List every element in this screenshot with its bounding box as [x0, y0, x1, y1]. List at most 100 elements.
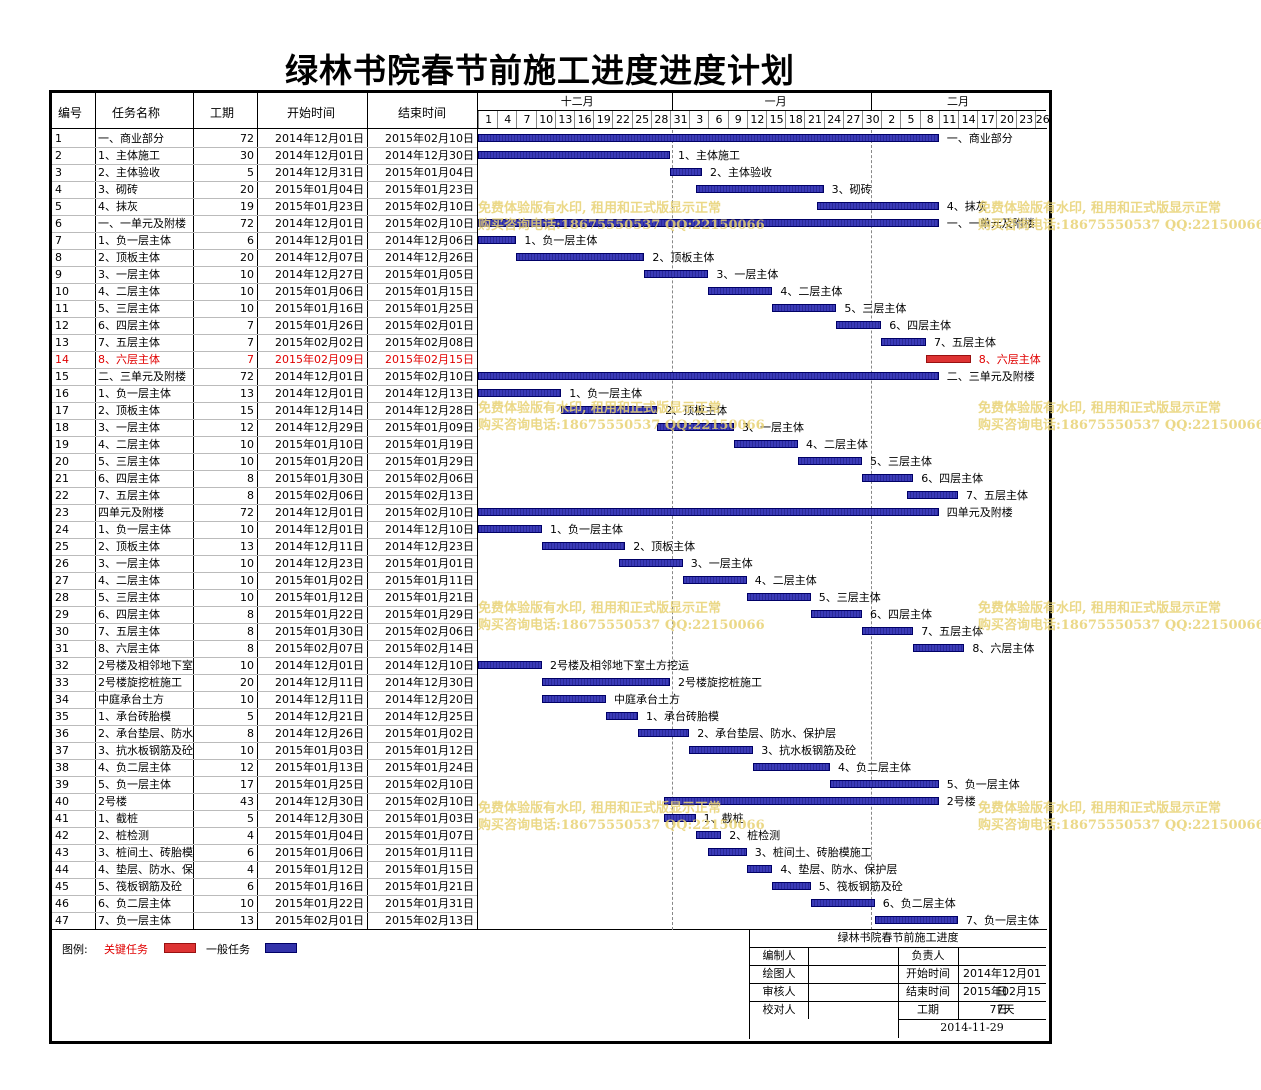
cell-end: 2015年01月03日: [385, 812, 474, 825]
header-name: 任务名称: [112, 106, 161, 120]
cell-duration: 13: [240, 914, 254, 927]
cell-start: 2015年01月22日: [275, 897, 364, 910]
row-divider: [52, 334, 477, 335]
tick-label: 6: [708, 111, 728, 128]
tick-label: 4: [497, 111, 517, 128]
cell-id: 46: [55, 897, 69, 910]
row-divider: [52, 572, 477, 573]
cell-start: 2015年02月06日: [275, 489, 364, 502]
cell-end: 2015年01月25日: [385, 302, 474, 315]
cell-name: 一、商业部分: [98, 132, 164, 145]
task-bar: [695, 831, 722, 839]
cell-start: 2014年12月11日: [275, 540, 364, 553]
cell-end: 2015年01月21日: [385, 591, 474, 604]
cell-name: 2、主体验收: [98, 166, 160, 179]
task-bar: [772, 304, 837, 312]
cell-id: 34: [55, 693, 69, 706]
row-divider: [52, 215, 477, 216]
cell-name: 3、桩间土、砖胎模施工: [98, 846, 193, 859]
task-bar-label: 3、一层主体: [716, 268, 779, 281]
cell-name: 8、六层主体: [98, 642, 160, 655]
task-bar: [606, 712, 638, 720]
header-id: 编号: [58, 106, 83, 120]
cell-duration: 10: [240, 523, 254, 536]
task-bar-label: 5、筏板钢筋及砼: [818, 880, 903, 893]
cell-duration: 72: [240, 506, 254, 519]
summary-row-line: [898, 1019, 1046, 1020]
watermark: 免费体验版有水印, 租用和正式版显示正常购买咨询电话:18675550537 Q…: [978, 801, 1261, 833]
cell-id: 22: [55, 489, 69, 502]
summary-duration-value: 77天: [989, 1003, 1015, 1016]
task-bar: [542, 695, 606, 703]
tick-label: 14: [958, 111, 978, 128]
cell-start: 2014年12月01日: [275, 387, 364, 400]
cell-end: 2015年02月08日: [385, 336, 474, 349]
cell-name: 4、二层主体: [98, 438, 160, 451]
cell-end: 2014年12月13日: [385, 387, 474, 400]
cell-end: 2015年01月23日: [385, 183, 474, 196]
cell-duration: 10: [240, 744, 254, 757]
cell-id: 9: [55, 268, 62, 281]
tick-label: 26: [1034, 111, 1050, 128]
cell-start: 2014年12月23日: [275, 557, 364, 570]
cell-end: 2015年02月14日: [385, 642, 474, 655]
row-divider: [52, 810, 477, 811]
row-divider: [52, 623, 477, 624]
cell-start: 2015年01月12日: [275, 591, 364, 604]
task-bar-label: 2、主体验收: [710, 166, 772, 179]
tick-label: 12: [746, 111, 767, 128]
cell-end: 2014年12月25日: [385, 710, 474, 723]
cell-start: 2014年12月31日: [275, 166, 364, 179]
cell-end: 2015年02月10日: [385, 795, 474, 808]
task-bar-label: 2、桩检测: [729, 829, 781, 842]
cell-duration: 13: [240, 540, 254, 553]
row-divider: [52, 266, 477, 267]
cell-id: 4: [55, 183, 62, 196]
task-bar: [798, 457, 862, 465]
cell-id: 35: [55, 710, 69, 723]
cell-start: 2014年12月01日: [275, 370, 364, 383]
tick-label: 10: [535, 111, 556, 128]
task-bar: [817, 202, 939, 210]
task-bar: [663, 797, 939, 805]
task-bar: [478, 219, 939, 227]
row-divider: [52, 538, 477, 539]
task-bar-label: 2、顶板主体: [633, 540, 696, 553]
task-bar: [695, 185, 824, 193]
tick-label: 21: [804, 111, 824, 128]
cell-end: 2015年01月24日: [385, 761, 474, 774]
tick-label: 9: [727, 111, 748, 128]
task-bar: [478, 134, 939, 142]
task-bar: [810, 610, 862, 618]
cell-duration: 10: [240, 268, 254, 281]
task-bar-label: 7、五层主体: [966, 489, 1028, 502]
cell-end: 2015年01月21日: [385, 880, 474, 893]
cell-duration: 8: [247, 625, 254, 638]
task-bar-label: 2、承台垫层、防水、保护层: [697, 727, 837, 740]
task-bar: [913, 644, 965, 652]
cell-name: 1、主体施工: [98, 149, 160, 162]
cell-duration: 10: [240, 302, 254, 315]
task-bar: [542, 542, 626, 550]
summary-end-value: 2015年02月15日: [963, 985, 1041, 1016]
month-label: 二月: [946, 95, 969, 108]
cell-end: 2014年12月30日: [385, 149, 474, 162]
cell-id: 44: [55, 863, 69, 876]
cell-end: 2015年02月15日: [385, 353, 474, 366]
tick-label: 8: [919, 111, 940, 128]
row-divider: [52, 300, 477, 301]
cell-end: 2015年01月12日: [385, 744, 474, 757]
cell-name: 2号楼旋挖桩施工: [98, 676, 182, 689]
task-bar: [708, 287, 773, 295]
cell-end: 2015年02月10日: [385, 370, 474, 383]
cell-name: 3、一层主体: [98, 421, 160, 434]
task-bar: [478, 236, 517, 244]
row-divider: [52, 368, 477, 369]
cell-start: 2015年01月12日: [275, 863, 364, 876]
task-bar: [862, 474, 914, 482]
cell-id: 42: [55, 829, 69, 842]
task-bar-label: 四单元及附楼: [946, 506, 1013, 519]
cell-duration: 10: [240, 574, 254, 587]
cell-end: 2015年01月05日: [385, 268, 474, 281]
cell-name: 7、负一层主体: [98, 914, 171, 927]
